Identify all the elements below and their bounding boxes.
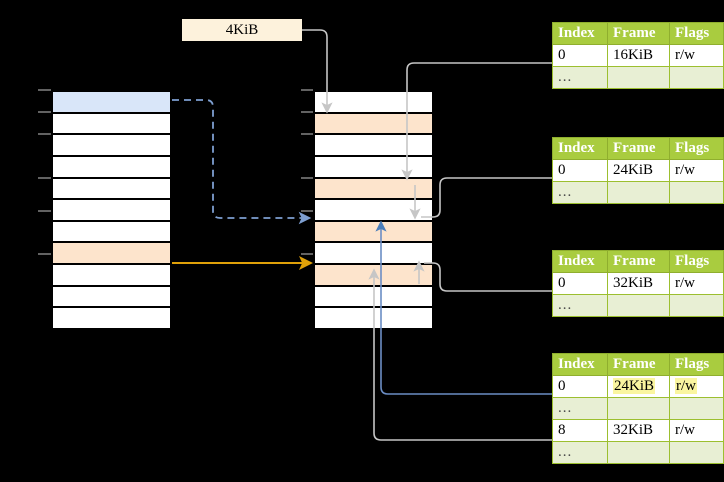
- table1-r0-flags: r/w: [669, 159, 724, 182]
- table1-header-flags: Flags: [669, 137, 724, 160]
- table2-r0-flags: r/w: [669, 272, 724, 295]
- physical-frame-cell-8: [314, 264, 433, 286]
- table2-header-flags: Flags: [669, 250, 724, 273]
- table0-header-flags: Flags: [669, 22, 724, 45]
- table3-r1-index: ...: [552, 397, 608, 420]
- virtual-page-cell-5: [52, 199, 171, 221]
- table0-r1-index: ...: [552, 66, 608, 89]
- table1-header-index: Index: [552, 137, 608, 160]
- virtual-page-cell-3: [52, 155, 171, 178]
- table3-r3-frame: [607, 441, 670, 464]
- virtual-page-cell-8: [52, 264, 171, 286]
- virtual-page-cell-4: [52, 177, 171, 200]
- table3-header-frame: Frame: [607, 353, 670, 376]
- table-row: ...: [552, 441, 724, 464]
- table2-r0-index: 0: [552, 272, 608, 295]
- virtual-page-cell-2: [52, 134, 171, 156]
- table1-r0-index: 0: [552, 159, 608, 182]
- physical-frame-cell-1: [314, 112, 433, 135]
- physical-frame-cell-10: [314, 307, 433, 329]
- table2-r1-index: ...: [552, 294, 608, 317]
- virtual-page-cell-0: [52, 91, 171, 113]
- table0-r0-frame: 16KiB: [607, 44, 670, 67]
- physical-frame-cell-0: [314, 91, 433, 113]
- virtual-page-cell-6: [52, 220, 171, 243]
- table-row: 0 32KiB r/w: [552, 272, 724, 295]
- table0-r0-flags: r/w: [669, 44, 724, 67]
- physical-frame-cell-3: [314, 155, 433, 178]
- table0-header-frame: Frame: [607, 22, 670, 45]
- table-row: ...: [552, 294, 724, 317]
- physical-frame-cell-2: [314, 134, 433, 156]
- table-row: ...: [552, 397, 724, 420]
- physical-memory-column: [313, 90, 434, 330]
- virtual-page-cell-1: [52, 112, 171, 135]
- connector-table3-leader: [424, 262, 552, 292]
- table3-r0-frame: 24KiB: [607, 375, 670, 398]
- table2-header-frame: Frame: [607, 250, 670, 273]
- virtual-page-cell-10: [52, 307, 171, 329]
- virtual-page-cell-9: [52, 285, 171, 308]
- table3-header-index: Index: [552, 353, 608, 376]
- table2-header-index: Index: [552, 250, 608, 273]
- table0-r1-frame: [607, 66, 670, 89]
- middle-column-ticks: [301, 89, 313, 255]
- physical-frame-cell-5: [314, 199, 433, 221]
- table1-r0-frame: 24KiB: [607, 159, 670, 182]
- table3-r3-flags: [669, 441, 724, 464]
- table3-r2-index: 8: [552, 419, 608, 442]
- table3-r0-index: 0: [552, 375, 608, 398]
- table1-header-frame: Frame: [607, 137, 670, 160]
- physical-frame-cell-6: [314, 220, 433, 243]
- left-column-ticks: [38, 89, 51, 255]
- table1-r1-flags: [669, 181, 724, 204]
- virtual-address-space-column: [51, 90, 172, 330]
- page-table-level-4: Index Frame Flags 0 24KiB r/w ... 8 32Ki…: [552, 353, 724, 464]
- table3-r0-frame-text: 24KiB: [613, 378, 656, 394]
- table3-r3-index: ...: [552, 441, 608, 464]
- connector-virtual-page-dashed: [172, 99, 312, 225]
- connector-table2-leader: [421, 177, 552, 218]
- page-table-level-3: Index Frame Flags 0 32KiB r/w ...: [552, 250, 724, 317]
- table2-r1-frame: [607, 294, 670, 317]
- table-row: 0 24KiB r/w: [552, 159, 724, 182]
- table1-r1-index: ...: [552, 181, 608, 204]
- physical-frame-cell-7: [314, 242, 433, 264]
- table-row: 0 24KiB r/w: [552, 375, 724, 398]
- table3-r0-index-text: 0: [558, 378, 566, 394]
- table-row: ...: [552, 181, 724, 204]
- table3-r1-frame: [607, 397, 670, 420]
- table0-header-index: Index: [552, 22, 608, 45]
- table-row: 0 16KiB r/w: [552, 44, 724, 67]
- page-table-level-1: Index Frame Flags 0 16KiB r/w ...: [552, 22, 724, 89]
- table2-r0-frame: 32KiB: [607, 272, 670, 295]
- page-table-level-2: Index Frame Flags 0 24KiB r/w ...: [552, 137, 724, 204]
- physical-frame-cell-9: [314, 285, 433, 308]
- table3-header-flags: Flags: [669, 353, 724, 376]
- virtual-page-cell-7: [52, 242, 171, 264]
- table-row: 8 32KiB r/w: [552, 419, 724, 442]
- table0-r1-flags: [669, 66, 724, 89]
- table2-r1-flags: [669, 294, 724, 317]
- table3-r2-frame: 32KiB: [607, 419, 670, 442]
- table3-r1-flags: [669, 397, 724, 420]
- table0-r0-index: 0: [552, 44, 608, 67]
- table1-r1-frame: [607, 181, 670, 204]
- physical-frame-cell-4: [314, 177, 433, 200]
- table3-r0-flags: r/w: [669, 375, 724, 398]
- table-row: ...: [552, 66, 724, 89]
- page-size-label: 4KiB: [182, 19, 302, 41]
- table3-r2-flags: r/w: [669, 419, 724, 442]
- table3-r0-flags-text: r/w: [675, 378, 697, 394]
